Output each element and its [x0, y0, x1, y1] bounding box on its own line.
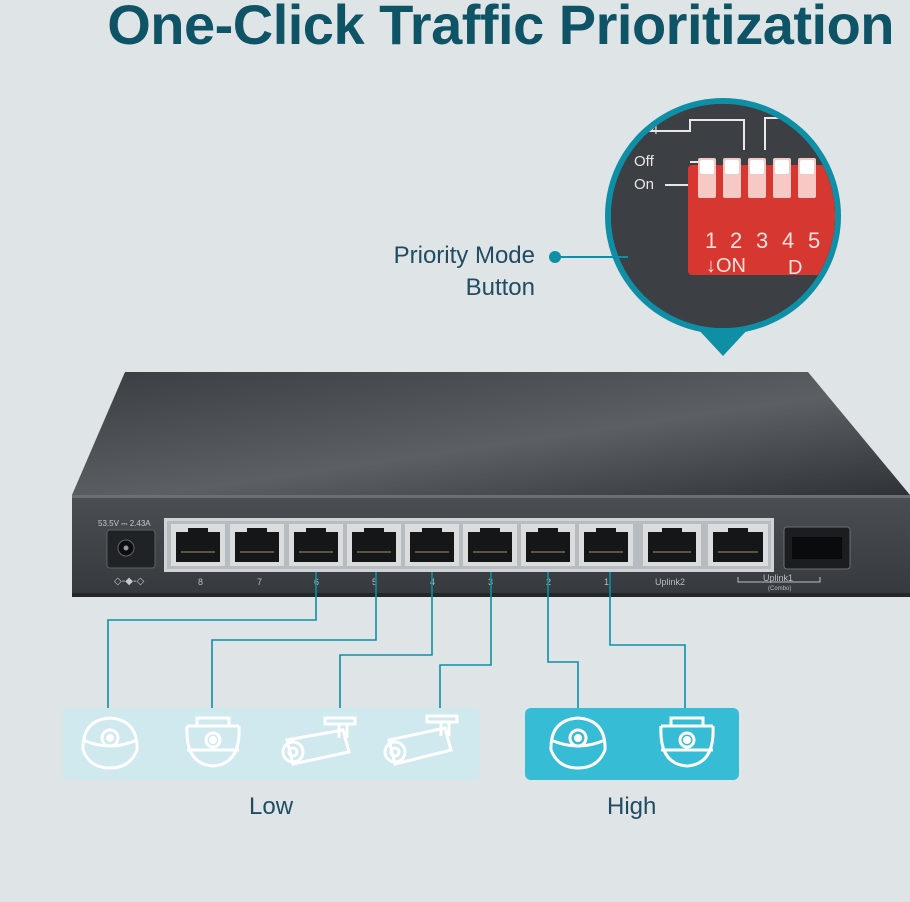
- lan-port-2: [521, 524, 575, 566]
- port-label: 1: [604, 577, 609, 587]
- port-label: 7: [257, 577, 262, 587]
- uplink1-port: [708, 524, 768, 566]
- lan-port-5: [347, 524, 401, 566]
- uplink2-port: [643, 524, 701, 566]
- uplink2-label: Uplink2: [655, 577, 685, 587]
- high-priority-label: High: [607, 793, 657, 820]
- bullet-camera-icon: [281, 716, 357, 766]
- page-title: One-Click Traffic Prioritization: [107, 0, 894, 56]
- priority-mode-callout: Priority Mode Button: [330, 240, 535, 304]
- dome-camera-icon: [81, 716, 139, 770]
- high-priority-group: [525, 708, 739, 780]
- dip-number: 5: [808, 228, 820, 253]
- dip-number: 3: [756, 228, 768, 253]
- connector-line: [609, 572, 686, 708]
- magnifier-callout: 1 2 3 4 5 ↓ON D 1-4 Off On: [549, 98, 841, 356]
- connector-line: [439, 572, 492, 708]
- lan-port-7: [230, 524, 284, 566]
- dip-on-label: On: [634, 176, 654, 193]
- combo-label: (Combo): [768, 586, 791, 592]
- port-label: 5: [372, 577, 377, 587]
- connector-lines: [107, 572, 686, 708]
- rj45-ports: [171, 524, 768, 566]
- low-priority-label: Low: [249, 793, 294, 820]
- dip-on-marker: ↓ON: [706, 255, 746, 277]
- port-label: 8: [198, 577, 203, 587]
- lan-port-6: [289, 524, 343, 566]
- polarity-symbol: ◇-◆-◇: [114, 576, 145, 587]
- bullet-camera-icon: [383, 714, 459, 766]
- network-switch: 53.5V ⎓ 2.43A ◇-◆-◇ 8 7: [72, 372, 910, 597]
- dome-camera-icon: [659, 716, 715, 768]
- lan-port-4: [405, 524, 459, 566]
- dip-tail: D: [788, 257, 802, 279]
- callout-line-2: Button: [465, 274, 535, 301]
- power-rating: 53.5V ⎓ 2.43A: [98, 519, 151, 528]
- uplink1-label: Uplink1: [763, 573, 793, 583]
- lan-port-8: [171, 524, 225, 566]
- dome-camera-icon: [185, 716, 241, 768]
- low-priority-group: [62, 708, 480, 780]
- lan-port-3: [463, 524, 517, 566]
- connector-line: [339, 572, 433, 708]
- dip-off-label: Off: [634, 153, 655, 170]
- connector-line: [547, 572, 579, 708]
- callout-line-1: Priority Mode: [393, 242, 535, 269]
- dome-camera-icon: [549, 716, 607, 770]
- dip-number: 1: [705, 228, 717, 253]
- dip-number: 4: [782, 228, 794, 253]
- lan-port-1: [579, 524, 633, 566]
- dip-number: 2: [730, 228, 742, 253]
- connector-line: [211, 572, 377, 708]
- connector-line: [107, 572, 317, 708]
